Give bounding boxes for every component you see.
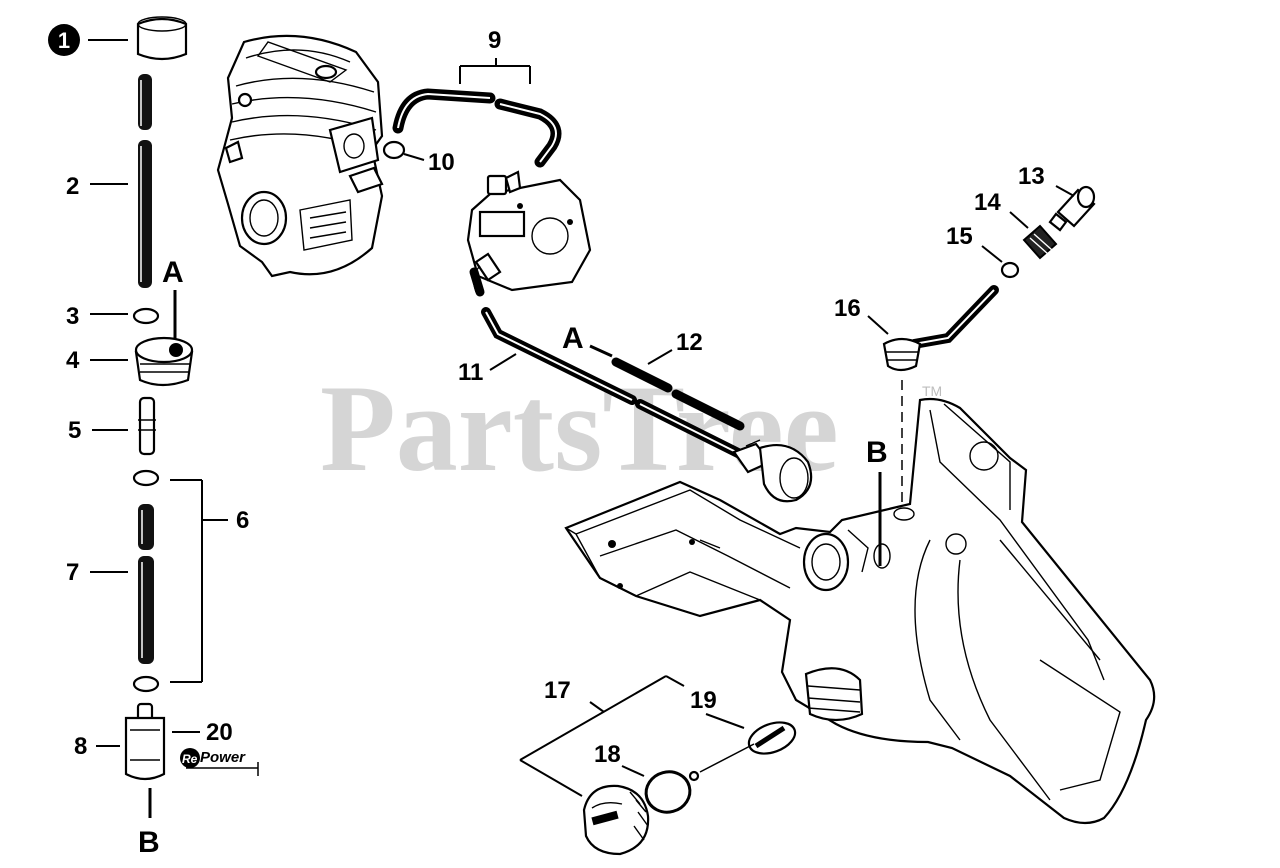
callout-5: 5 [68, 417, 81, 444]
part-16-vent-hose[interactable] [882, 285, 999, 372]
part-10-o-ring[interactable] [382, 140, 406, 160]
connector-a-left: A [162, 256, 184, 289]
part-2-fuel-line[interactable] [138, 74, 152, 288]
callout-20: 20 [206, 719, 233, 746]
callout-9: 9 [488, 27, 501, 54]
callout-11: 11 [458, 359, 483, 386]
callout-7: 7 [66, 559, 79, 586]
partstree-watermark: PartsTree TM [320, 360, 942, 497]
callout-17: 17 [544, 677, 571, 704]
part-13-fitting[interactable] [1048, 185, 1096, 232]
watermark-text: PartsTree [320, 360, 839, 497]
part-11-fuel-line[interactable] [481, 307, 749, 461]
part-20-repower-badge[interactable]: Re Power [180, 748, 259, 776]
callout-15: 15 [946, 223, 973, 250]
part-9-impulse-hose[interactable] [392, 88, 562, 168]
callout-16: 16 [834, 295, 861, 322]
callout-8: 8 [74, 733, 87, 760]
part-5-fitting[interactable] [138, 396, 156, 456]
connector-b-tank: B [866, 436, 888, 469]
callout-2: 2 [66, 173, 79, 200]
part-17-bracket [519, 675, 685, 797]
connector-a-mid: A [562, 322, 584, 355]
engine-cylinder [216, 34, 384, 278]
part-8-fuel-filter[interactable] [124, 702, 166, 781]
primer-bulb[interactable] [732, 439, 813, 503]
part-3-o-ring[interactable] [132, 307, 160, 325]
repower-prefix: Re [182, 752, 198, 766]
callout-18: 18 [594, 741, 621, 768]
part-18-cap-gasket[interactable] [642, 767, 695, 817]
repower-suffix: Power [200, 749, 246, 766]
connector-b-bottom: B [138, 826, 160, 859]
callout-3: 3 [66, 303, 79, 330]
part-15-o-ring[interactable] [1000, 261, 1020, 279]
callout-1: 1 [58, 28, 70, 53]
callout-4: 4 [66, 347, 80, 374]
fuel-tank-housing [564, 397, 1156, 825]
part-1-cap[interactable] [136, 16, 188, 61]
part-7-hose[interactable] [138, 504, 154, 664]
watermark-trademark: TM [922, 383, 942, 399]
part-4-grommet[interactable] [134, 336, 194, 387]
part-6-o-ring-bottom[interactable] [132, 675, 160, 693]
callout-12: 12 [676, 329, 703, 356]
part-6-assembly-bracket [170, 479, 228, 683]
part-12-fuel-line[interactable] [611, 357, 745, 431]
callout-14: 14 [974, 189, 1001, 216]
part-6-o-ring-top[interactable] [132, 469, 160, 487]
callout-10: 10 [428, 149, 455, 176]
part-14-grommet[interactable] [1022, 224, 1058, 260]
callout-6: 6 [236, 507, 249, 534]
part-19-cap-retainer[interactable] [688, 717, 799, 782]
part-9-bracket [459, 58, 531, 84]
callout-13: 13 [1018, 163, 1045, 190]
fuel-cap[interactable] [582, 784, 650, 856]
callout-19: 19 [690, 687, 717, 714]
callout-1-badge [48, 24, 80, 56]
carburetor [466, 170, 592, 297]
